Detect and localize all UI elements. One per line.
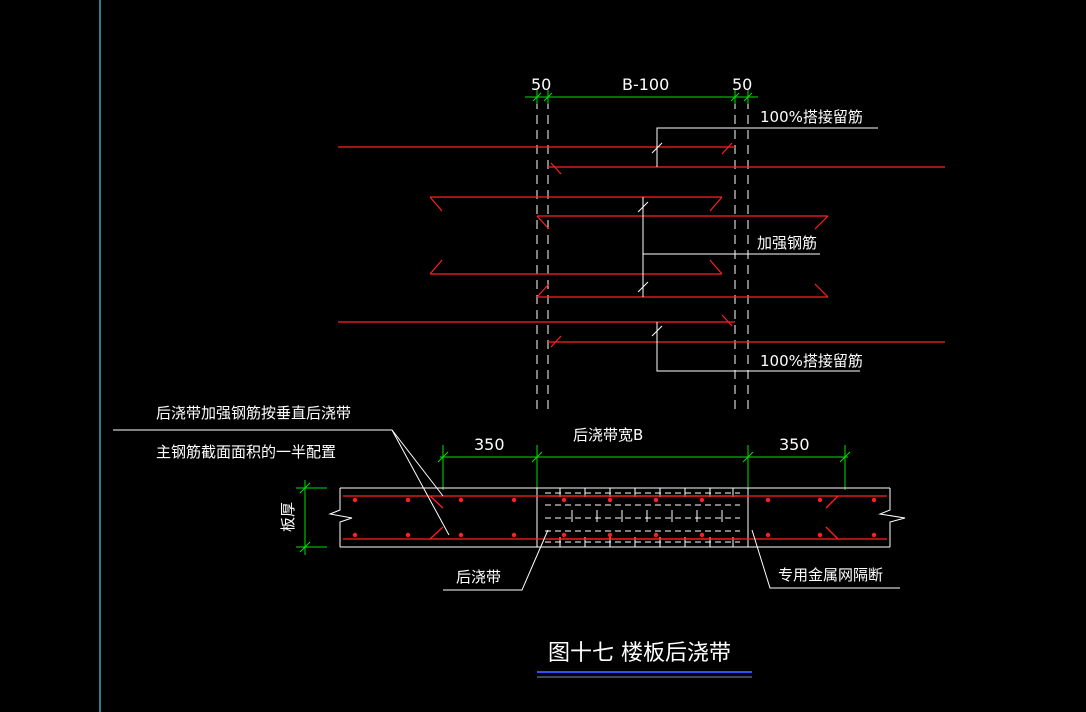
rebar-dots bbox=[352, 497, 877, 538]
section-dimension bbox=[437, 445, 851, 490]
slab-outline bbox=[328, 487, 906, 548]
dim-band-width-b: 后浇带宽B bbox=[573, 426, 643, 444]
plan-dashed-boundaries bbox=[536, 100, 749, 412]
dim-b-minus-100: B-100 bbox=[622, 75, 669, 94]
label-slab-thickness: 板厚 bbox=[279, 502, 297, 532]
label-lap-100-bottom: 100%搭接留筋 bbox=[760, 352, 863, 370]
dim-left-50: 50 bbox=[531, 75, 551, 94]
note-line-2: 主钢筋截面面积的一半配置 bbox=[156, 443, 336, 461]
drawing-title: 图十七 楼板后浇带 bbox=[548, 641, 731, 666]
slab-thickness-dimension bbox=[296, 480, 327, 555]
plan-rebars bbox=[338, 142, 945, 348]
plan-leaders bbox=[637, 127, 878, 372]
top-dimension bbox=[525, 90, 758, 104]
section-rebars bbox=[343, 495, 887, 540]
dim-right-50: 50 bbox=[732, 75, 752, 94]
label-lap-100-top: 100%搭接留筋 bbox=[760, 108, 863, 126]
metal-mesh-pattern bbox=[545, 492, 740, 543]
label-metal-mesh: 专用金属网隔断 bbox=[778, 566, 883, 584]
label-reinforcing-bar: 加强钢筋 bbox=[757, 234, 817, 252]
label-post-pour-band: 后浇带 bbox=[456, 568, 501, 586]
note-line-1: 后浇带加强钢筋按垂直后浇带 bbox=[156, 404, 351, 422]
dim-right-350: 350 bbox=[779, 435, 810, 454]
dim-left-350: 350 bbox=[474, 435, 505, 454]
note-leaders bbox=[113, 429, 900, 591]
